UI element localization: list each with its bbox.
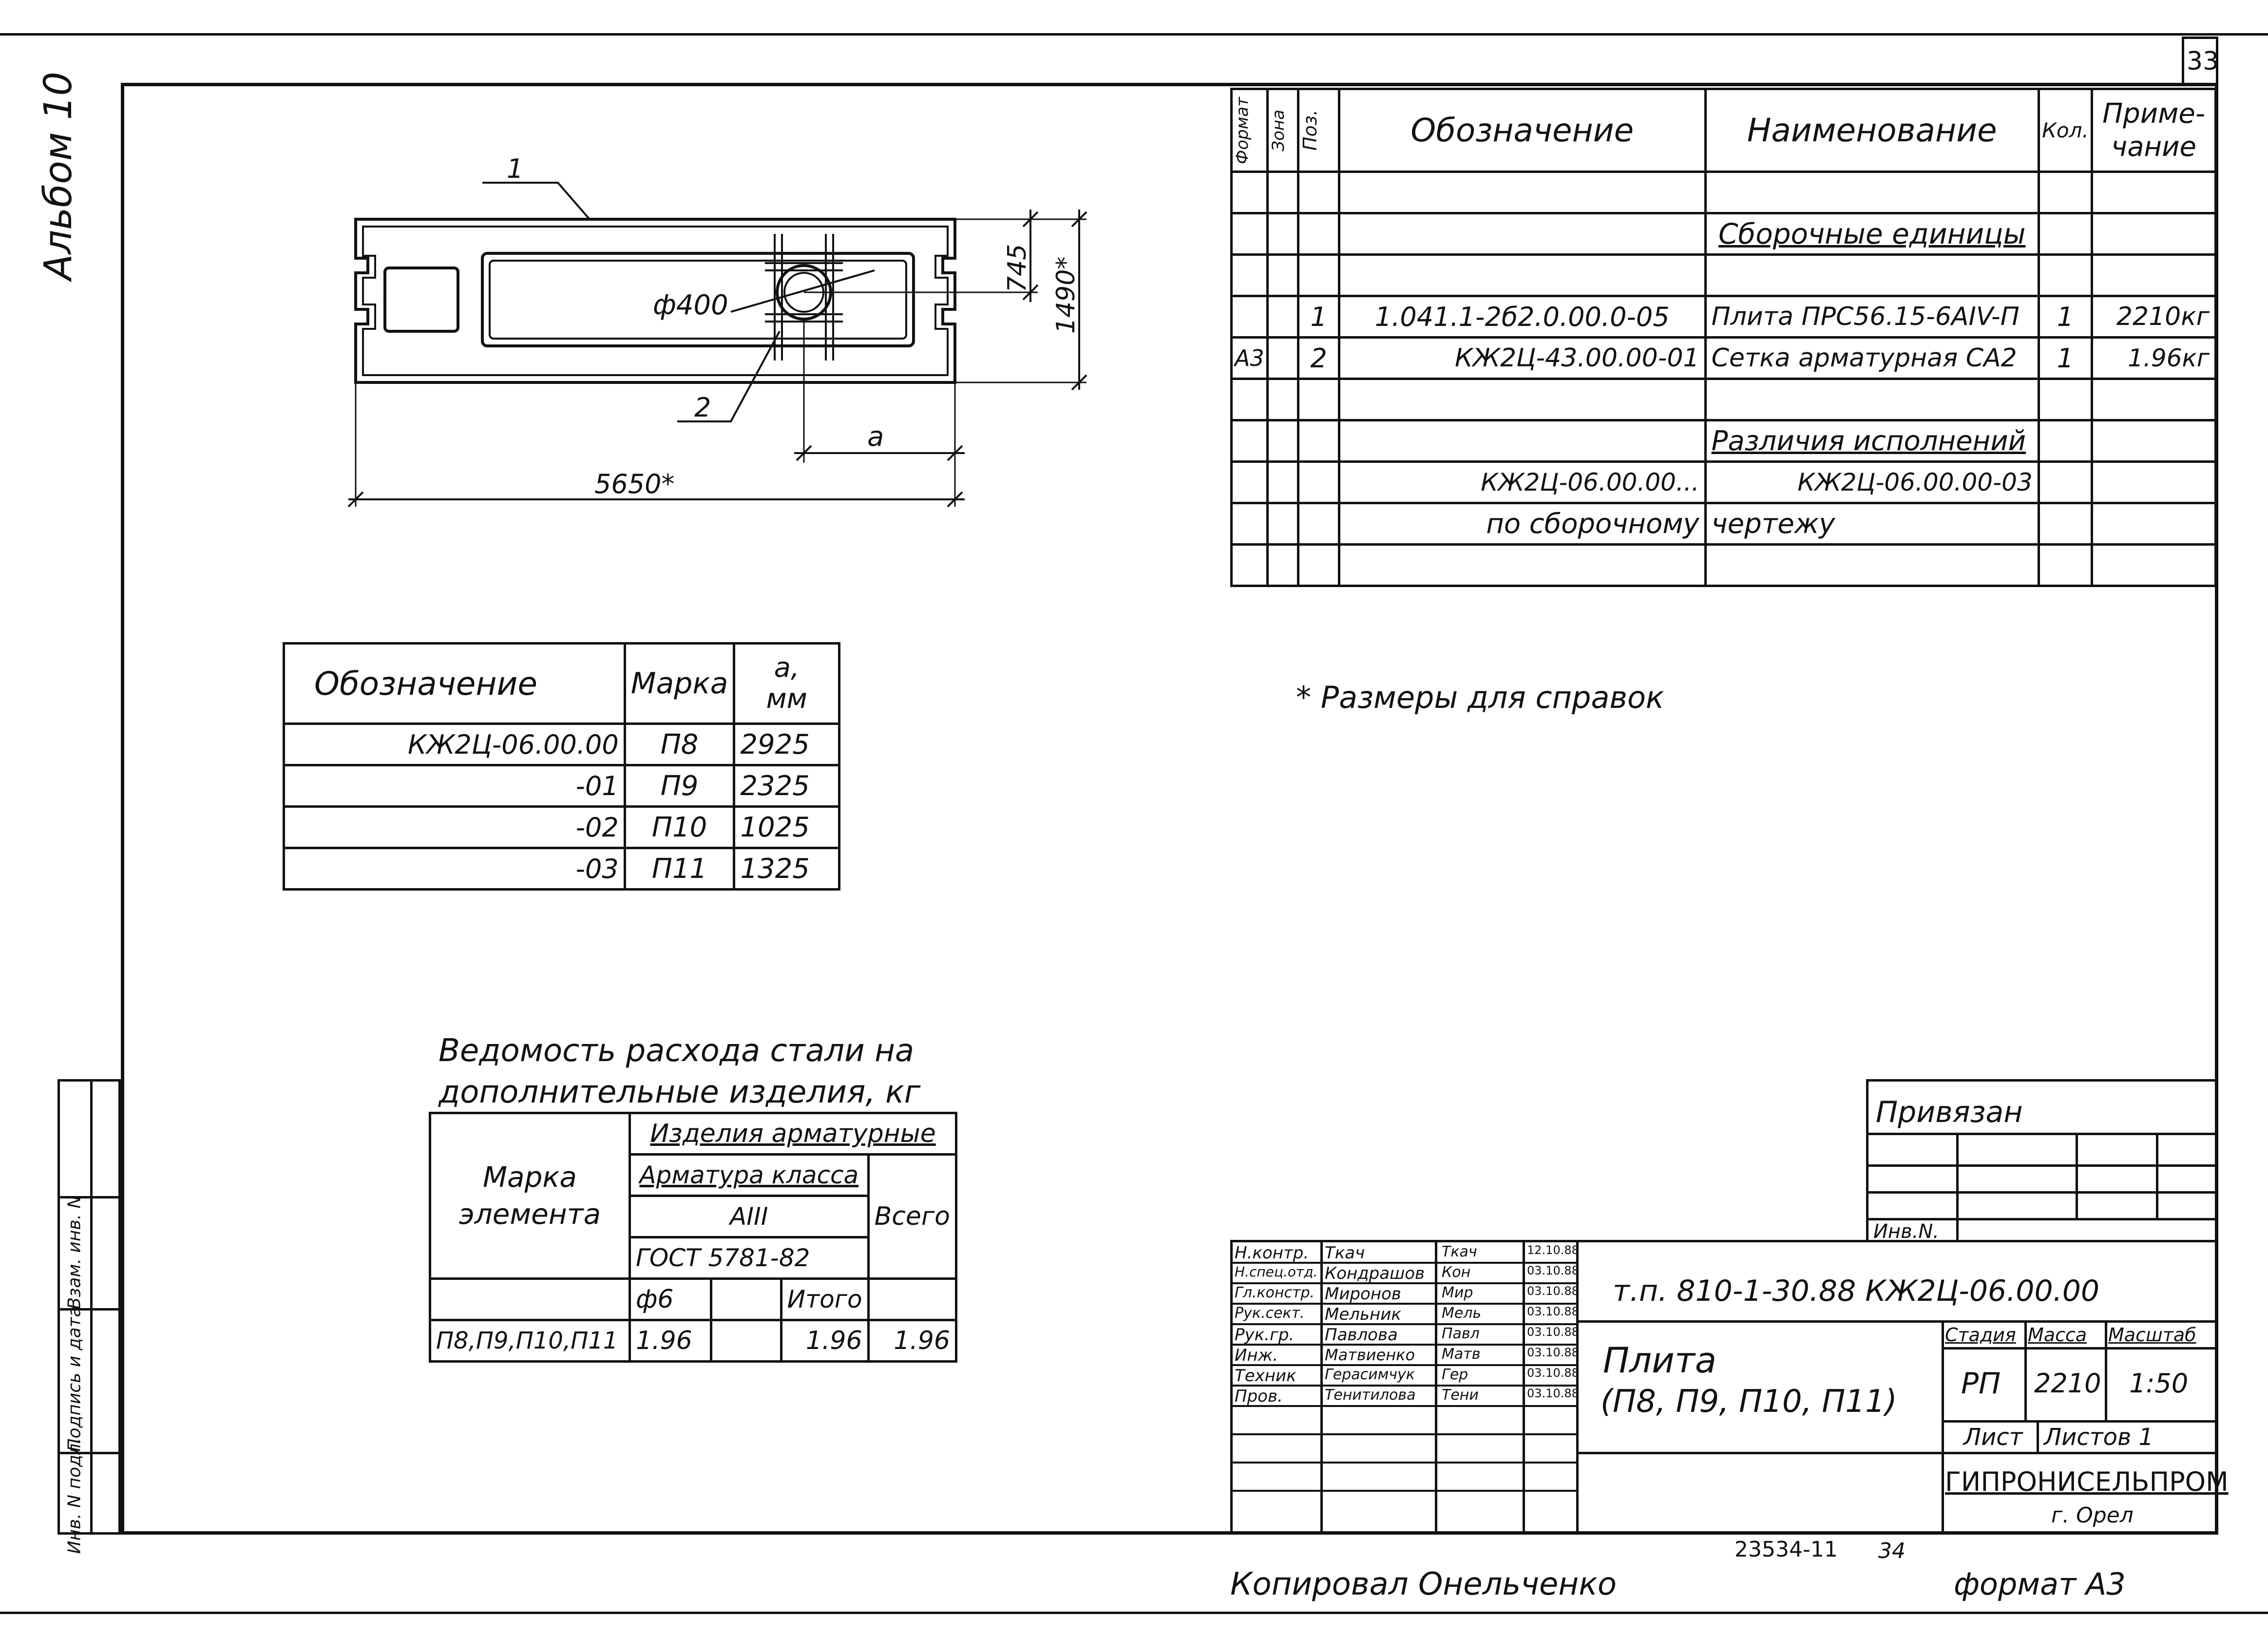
project-code: т.п. 810-1-30.88 КЖ2Ц-06.00.00 <box>1613 1274 2100 1308</box>
dim-5650: 5650* <box>594 469 674 499</box>
mass-value: 2210 <box>2034 1368 2101 1399</box>
label-1: 1 <box>507 153 523 184</box>
header-name: Наименование <box>1704 88 2040 173</box>
marks-table: Обозначение Марка a, мм КЖ2Ц-06.00.00 П8… <box>283 642 840 891</box>
marks-header-designation: Обозначение <box>283 642 626 725</box>
steel-header-d6: ф6 <box>628 1277 712 1321</box>
steel-header-group: Изделия арматурные <box>628 1112 958 1156</box>
side-stamp: Инв. N подл. Подпись и дата Взам. инв. N <box>57 1079 121 1554</box>
person-row: Техник Герасимчук Гер 03.10.88 <box>1235 1366 1579 1386</box>
header-pos: Поз. <box>1299 110 1321 151</box>
steel-header-element-word: элемента <box>458 1197 601 1231</box>
steel-header-gost: ГОСТ 5781-82 <box>628 1236 870 1280</box>
org-city: г. Орел <box>2051 1503 2134 1528</box>
header-zone: Зона <box>1268 109 1288 152</box>
by-drawing-left: по сборочному <box>1337 502 1707 546</box>
reference-note: * Размеры для справок <box>1296 680 1664 715</box>
people-grid: Н.контр. Ткач Ткач 12.10.88 Н.спец.отд. … <box>1233 1242 1579 1535</box>
object-name-2: (П8, П9, П10, П11) <box>1601 1384 1897 1420</box>
person-row: Инж. Матвиенко Матв 03.10.88 <box>1235 1346 1579 1365</box>
dia-label: ф400 <box>653 289 728 321</box>
page-number: 33 <box>2187 47 2219 76</box>
steel-header-mark: Марка <box>482 1160 577 1194</box>
dim-1490: 1490* <box>1051 257 1081 334</box>
steel-title-line2: дополнительные изделия, кг <box>438 1074 921 1110</box>
table-row: -03 П11 1325 <box>283 847 840 891</box>
bottom-edge-line <box>0 1612 2268 1614</box>
stage-label: Стадия <box>1945 1324 2016 1346</box>
mass-label: Масса <box>2028 1324 2087 1346</box>
marks-header-a: a, мм <box>733 642 840 725</box>
dim-a: a <box>867 421 884 453</box>
page-number-box <box>2182 37 2218 85</box>
header-note: Приме- чание <box>2091 88 2217 173</box>
person-row: Н.спец.отд. Кондрашов Кон 03.10.88 <box>1235 1264 1579 1283</box>
sheet-label: Лист <box>1963 1424 2023 1451</box>
steel-header-class: Арматура класса <box>628 1153 870 1197</box>
header-format: Формат <box>1233 96 1252 164</box>
marks-header-a-symbol: a, <box>774 651 800 684</box>
sheets-label: Листов 1 <box>2044 1424 2154 1451</box>
spec-row: 1 1.041.1-2б2.0.00.0-05 Плита ПРС56.15-6… <box>1230 295 2217 339</box>
drawing-frame <box>121 83 2218 1535</box>
spec-table: Формат Зона Поз. Обозначение Наименовани… <box>1230 88 2217 587</box>
variants-right: КЖ2Ц-06.00.00-03 <box>1704 460 2040 504</box>
object-name-1: Плита <box>1603 1340 1717 1381</box>
steel-header-total: Всего <box>867 1153 958 1280</box>
table-row: -02 П10 1025 <box>283 805 840 849</box>
scale-value: 1:50 <box>2129 1368 2189 1399</box>
section-title: Сборочные единицы <box>1704 212 2040 256</box>
scale-label: Масштаб <box>2108 1324 2196 1346</box>
table-row: -01 П9 2325 <box>283 764 840 808</box>
header-note-line2: чание <box>2111 131 2197 163</box>
person-row: Гл.констр. Миронов Мир 03.10.88 <box>1235 1284 1579 1304</box>
marks-header-mark: Марка <box>623 642 736 725</box>
label-2: 2 <box>694 392 711 423</box>
steel-title-line1: Ведомость расхода стали на <box>438 1033 915 1069</box>
header-qty: Кол. <box>2037 88 2094 173</box>
person-row: Пров. Тенитилова Тени 03.10.88 <box>1235 1387 1579 1406</box>
table-row: П8,П9,П10,П11 1.96 1.96 1.96 <box>429 1319 958 1363</box>
org-name: ГИПРОНИСЕЛЬПРОМ <box>1945 1466 2229 1497</box>
marks-header-a-unit: мм <box>766 683 807 715</box>
stage-value: РП <box>1961 1367 2001 1401</box>
steel-header-class-value: АIII <box>628 1195 870 1238</box>
steel-header-subtotal: Итого <box>780 1277 870 1321</box>
spec-row: А3 2 КЖ2Ц-43.00.00-01 Сетка арматурная С… <box>1230 336 2217 380</box>
stamp-sign-date: Подпись и дата <box>64 1306 85 1452</box>
format-label: формат А3 <box>1954 1566 2126 1602</box>
copied-by: Копировал Онельченко <box>1230 1566 1617 1602</box>
person-row: Н.контр. Ткач Ткач 12.10.88 <box>1235 1243 1579 1263</box>
person-row: Рук.сект. Мельник Мель 03.10.88 <box>1235 1305 1579 1324</box>
steel-header-element: Марка элемента <box>429 1112 631 1280</box>
bottom-code-num: 34 <box>1878 1539 1906 1563</box>
person-row: Рук.гр. Павлова Павл 03.10.88 <box>1235 1325 1579 1345</box>
binding-title: Привязан <box>1876 1095 2023 1129</box>
slab-plan-drawing: 1 2 ф400 745 1490* a 5650* <box>347 153 1087 508</box>
stamp-vzam: Взам. инв. N <box>64 1195 85 1310</box>
bottom-code: 23534-11 <box>1734 1537 1838 1562</box>
table-row: КЖ2Ц-06.00.00 П8 2925 <box>283 722 840 766</box>
by-drawing-right: чертежу <box>1704 502 2040 546</box>
top-edge-line <box>0 33 2268 36</box>
header-designation: Обозначение <box>1337 88 1707 173</box>
header-note-line1: Приме- <box>2102 98 2206 130</box>
binding-box: Привязан Инв.N. <box>1866 1079 2217 1243</box>
binding-inv: Инв.N. <box>1873 1220 1939 1243</box>
steel-table: Марка элемента Изделия арматурные Армату… <box>429 1112 958 1363</box>
variants-left: КЖ2Ц-06.00.00... <box>1337 460 1707 504</box>
variants-title: Различия исполнений <box>1704 419 2040 463</box>
title-block: Н.контр. Ткач Ткач 12.10.88 Н.спец.отд. … <box>1230 1240 2229 1535</box>
stamp-inv-podl: Инв. N подл. <box>64 1438 85 1554</box>
dim-745: 745 <box>1003 244 1032 292</box>
album-label: Альбом 10 <box>37 72 80 280</box>
